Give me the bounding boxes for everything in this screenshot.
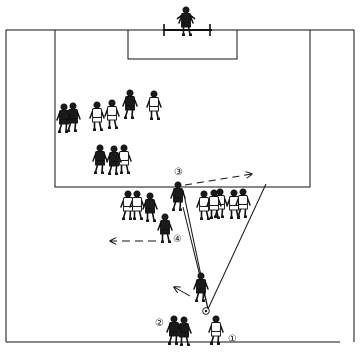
marker-three: ③ — [174, 167, 183, 178]
player-dark — [143, 193, 157, 222]
player-light — [147, 91, 161, 120]
player-light — [117, 145, 131, 174]
marker-two: ② — [155, 318, 164, 329]
player-dark — [123, 90, 137, 119]
run-arrow-two — [174, 287, 190, 296]
goalkeeper — [177, 7, 195, 36]
player-dark — [158, 214, 172, 243]
players — [57, 7, 250, 346]
player-light — [105, 100, 119, 129]
marker-four: ④ — [173, 234, 182, 245]
player-dark — [167, 316, 181, 345]
player-light — [130, 191, 144, 220]
ball — [203, 308, 210, 315]
player-dark — [107, 146, 121, 175]
player-light — [197, 191, 211, 220]
player-dark — [171, 182, 185, 211]
run-arrow-three — [185, 174, 252, 185]
player-light — [90, 102, 104, 131]
player-dark — [93, 145, 107, 174]
marker-one: ① — [228, 334, 237, 345]
player-light — [236, 189, 250, 218]
player-light — [209, 316, 223, 345]
